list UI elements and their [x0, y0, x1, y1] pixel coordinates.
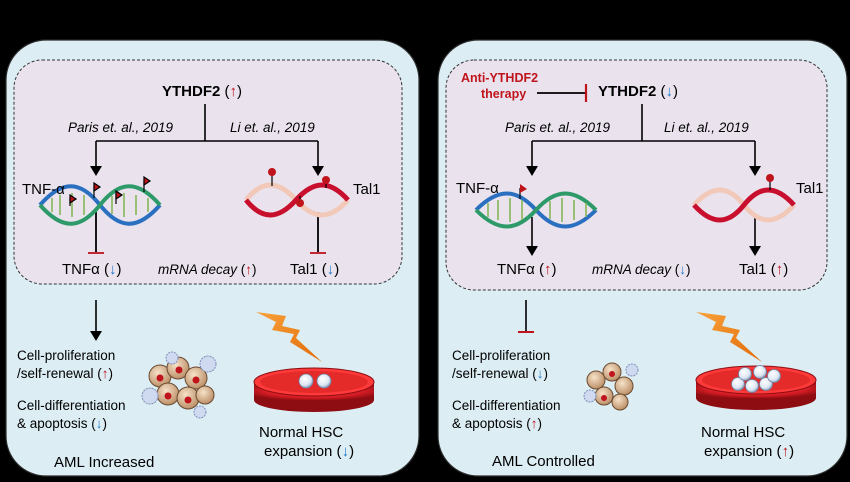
up-arrow-icon: ↑	[544, 261, 552, 278]
right-prolif-line2: /self-renewal (↓)	[452, 366, 549, 381]
right-tal1-gene-label: Tal1	[796, 180, 824, 197]
up-arrow-icon: ↑	[245, 262, 253, 277]
left-tal1-gene-label: Tal1	[353, 181, 381, 198]
left-prolif-line2: /self-renewal (↑)	[17, 366, 114, 381]
right-hsc-line1: Normal HSC	[701, 424, 786, 441]
left-diff-line2: & apoptosis (↓)	[17, 416, 108, 431]
left-mrna-decay: mRNA decay (↑)	[158, 262, 257, 277]
left-tal1-output: Tal1 (↓)	[290, 261, 340, 278]
left-tal1-mrna	[244, 168, 350, 218]
down-arrow-icon: ↓	[665, 83, 674, 100]
up-arrow-icon: ↑	[229, 83, 238, 100]
right-lightning-bolt	[696, 312, 762, 362]
left-lightning-bolt	[256, 312, 322, 362]
right-tnf-gene-label: TNF-α	[456, 180, 499, 197]
down-arrow-icon: ↓	[326, 261, 335, 278]
down-arrow-icon: ↓	[95, 416, 103, 431]
therapy-label-line2: therapy	[481, 87, 527, 101]
right-tal1-output: Tal1 (↑)	[739, 261, 789, 278]
left-hsc-line1: Normal HSC	[259, 424, 344, 441]
left-tnf-gene-label: TNF-α	[22, 181, 65, 198]
left-ythdf2-label: YTHDF2 (↑)	[162, 83, 243, 100]
right-ythdf2-label: YTHDF2 (↓)	[598, 83, 679, 100]
left-inner-box	[13, 59, 403, 285]
left-tnf-helix	[38, 184, 162, 226]
right-prolif-line1: Cell-proliferation	[452, 348, 551, 363]
left-branch-arrowheads	[90, 166, 324, 176]
right-aml-cluster	[583, 362, 639, 411]
up-arrow-icon: ↑	[781, 443, 790, 460]
right-tnf-helix	[474, 184, 598, 229]
right-tal1-mrna	[692, 174, 796, 223]
up-arrow-icon: ↑	[530, 416, 538, 431]
down-arrow-icon: ↓	[341, 443, 350, 460]
right-diff-line2: & apoptosis (↑)	[452, 416, 543, 431]
up-arrow-icon: ↑	[101, 366, 109, 381]
up-arrow-icon: ↑	[775, 261, 784, 278]
right-petri-dish	[695, 365, 817, 410]
left-aml-cluster	[141, 351, 217, 419]
right-ref-paris: Paris et. al., 2019	[505, 120, 611, 135]
left-m6a-marks	[69, 175, 152, 206]
left-hsc-line2: expansion (↓)	[264, 443, 355, 460]
left-petri-dish	[253, 367, 375, 412]
right-tnf-output: TNFα (↑)	[497, 261, 557, 278]
left-branch-lines	[95, 104, 319, 170]
right-ref-li: Li et. al., 2019	[664, 120, 749, 135]
right-hsc-line2: expansion (↑)	[704, 443, 795, 460]
right-branch-lines	[531, 104, 756, 170]
down-arrow-icon: ↓	[109, 261, 117, 278]
left-tnf-output: TNFα (↓)	[62, 261, 122, 278]
left-ref-li: Li et. al., 2019	[230, 120, 315, 135]
left-diff-line1: Cell-differentiation	[17, 398, 126, 413]
left-aml-label: AML Increased	[54, 454, 155, 471]
left-inhibit-lines	[88, 212, 326, 254]
therapy-label-line1: Anti-YTHDF2	[461, 71, 539, 85]
down-arrow-icon: ↓	[679, 262, 687, 277]
right-aml-label: AML Controlled	[492, 453, 595, 470]
right-mrna-decay: mRNA decay (↓)	[592, 262, 691, 277]
left-prolif-line1: Cell-proliferation	[17, 348, 116, 363]
down-arrow-icon: ↓	[536, 366, 544, 381]
right-inner-box	[445, 59, 828, 291]
left-ref-paris: Paris et. al., 2019	[68, 120, 174, 135]
right-diff-line1: Cell-differentiation	[452, 398, 561, 413]
